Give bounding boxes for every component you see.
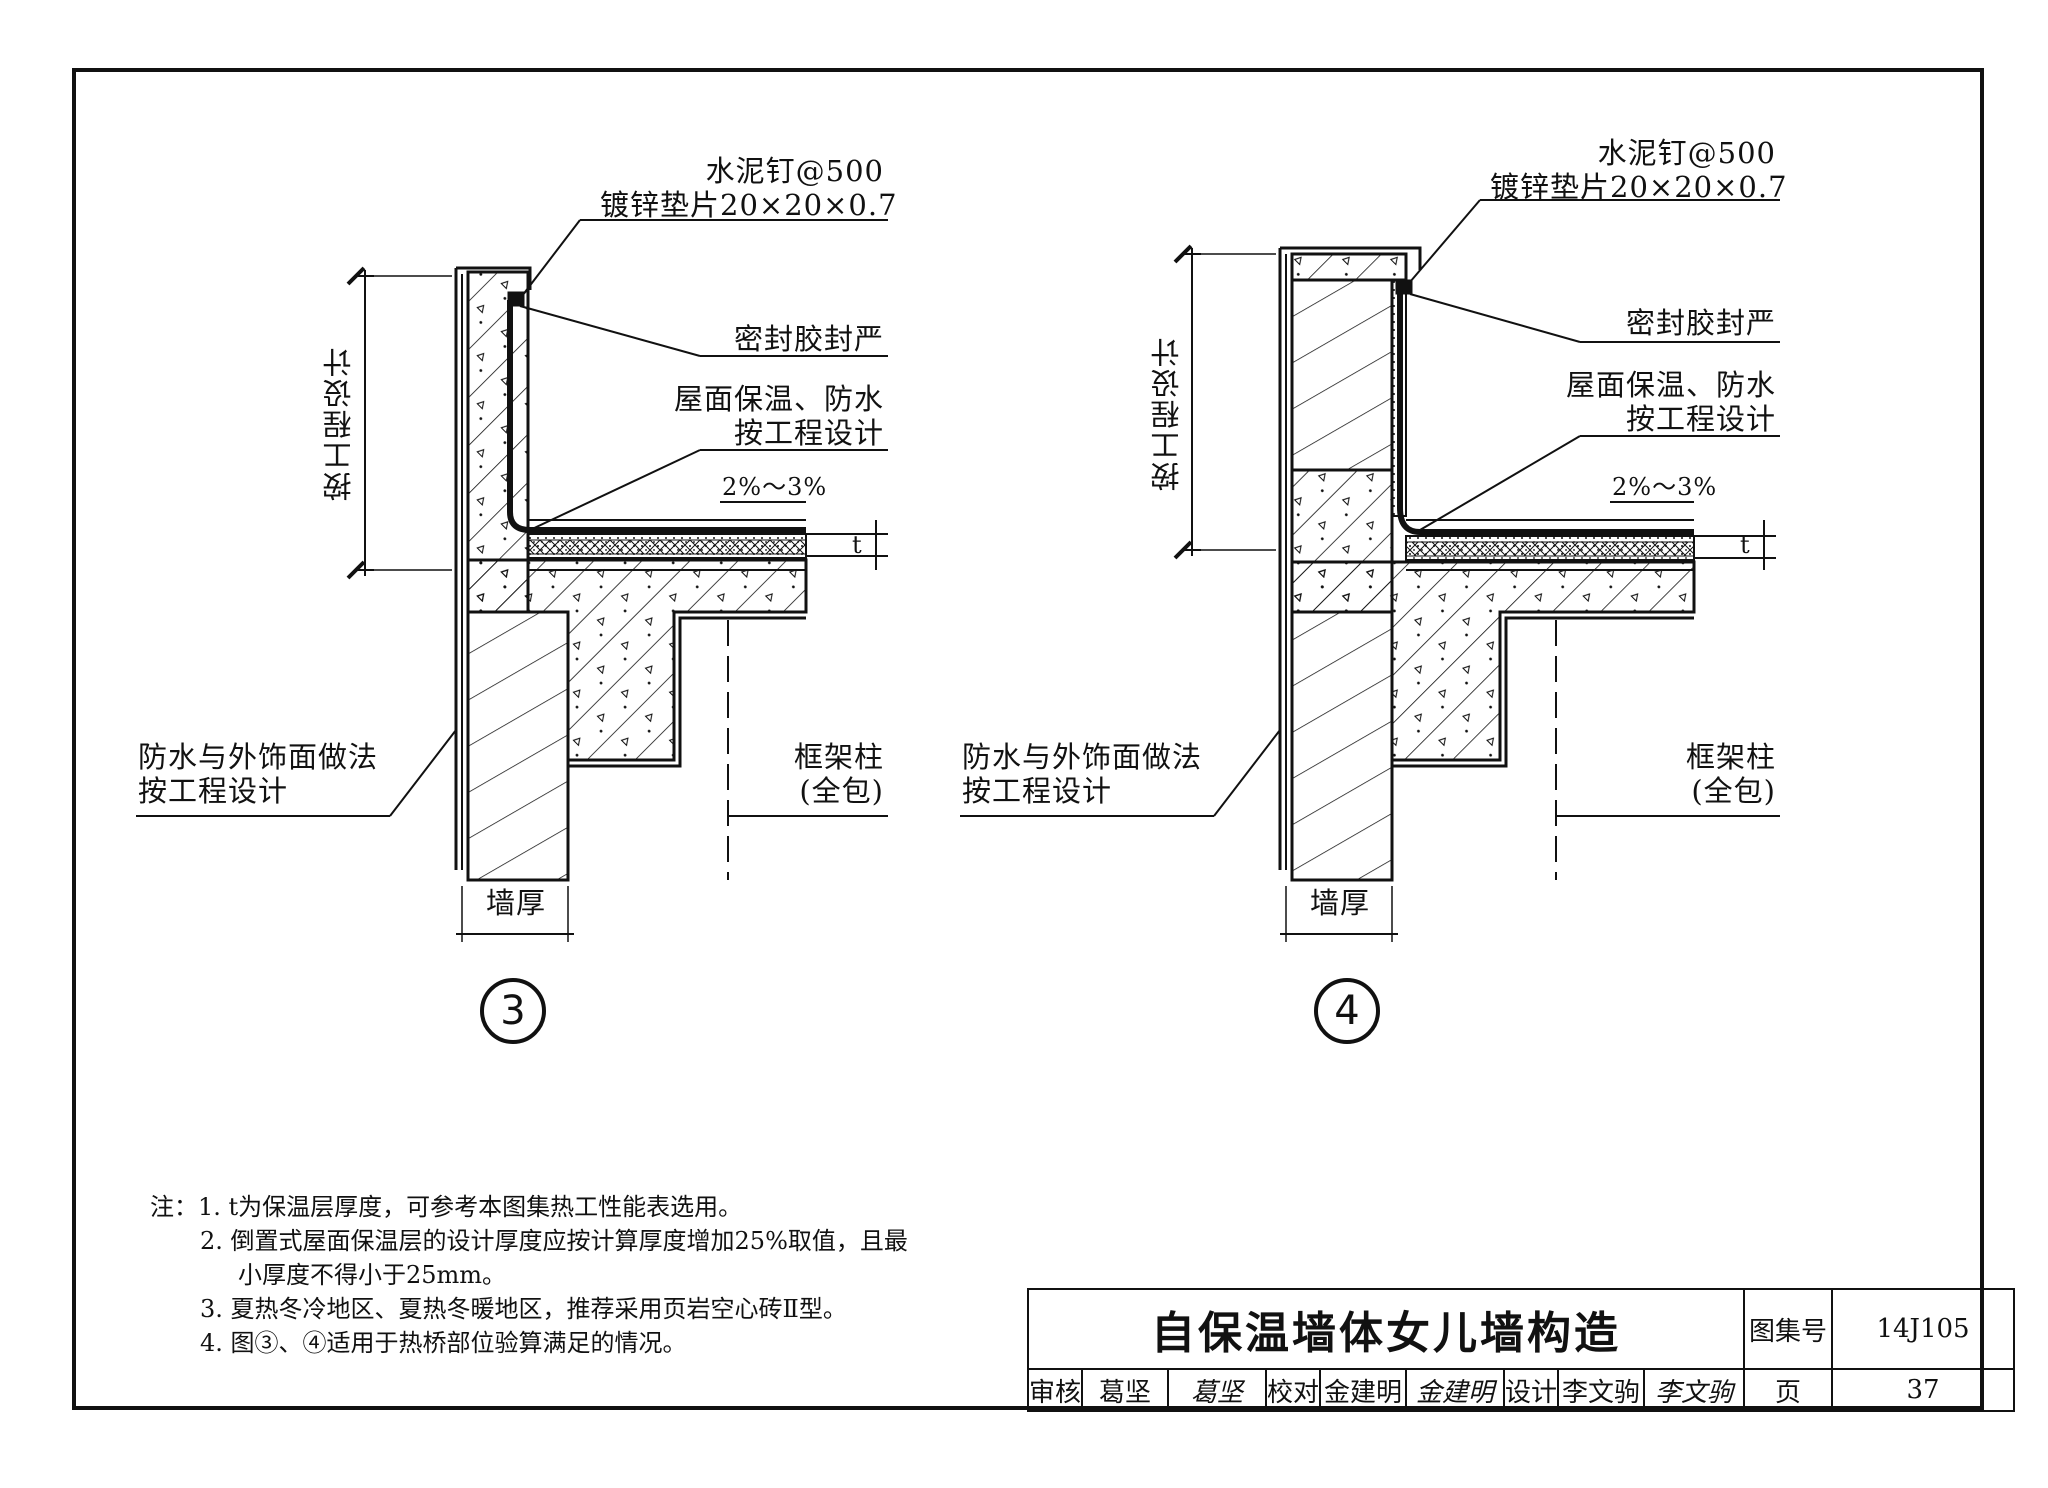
detail-4-roof-label-2: 按工程设计 xyxy=(1625,402,1776,436)
detail-4-washer-label: 镀锌垫片20×20×0.7 xyxy=(1490,170,1788,204)
detail-4-height-label: 按工程设计 xyxy=(1150,336,1184,491)
detail-3-thickness-label: t xyxy=(852,531,863,559)
check-name: 金建明 xyxy=(1319,1368,1408,1412)
note-3: 3. 夏热冬冷地区、夏热冬暖地区，推荐采用页岩空心砖Ⅱ型。 xyxy=(200,1295,847,1323)
detail-3-nail-label: 水泥钉@500 xyxy=(705,154,884,188)
detail-4-slope-label: 2%～3% xyxy=(1612,473,1718,501)
detail-3-column-label-2: (全包) xyxy=(799,774,884,808)
review-signature: 葛坚 xyxy=(1167,1368,1268,1412)
detail-3-roof-label-1: 屋面保温、防水 xyxy=(673,382,884,416)
detail-3-facade-label-2: 按工程设计 xyxy=(138,774,289,808)
detail-4-nail-label: 水泥钉@500 xyxy=(1597,136,1776,170)
page-label: 页 xyxy=(1743,1368,1834,1412)
detail-4-column-label-1: 框架柱 xyxy=(1685,740,1776,774)
detail-3-column-label-1: 框架柱 xyxy=(793,740,884,774)
detail-4-facade-label-2: 按工程设计 xyxy=(962,774,1113,808)
detail-4-column-label-2: (全包) xyxy=(1691,774,1776,808)
check-signature: 金建明 xyxy=(1405,1368,1506,1412)
detail-4-facade-label-1: 防水与外饰面做法 xyxy=(962,740,1203,774)
detail-4-roof-label-1: 屋面保温、防水 xyxy=(1565,368,1776,402)
page-number: 37 xyxy=(1831,1368,2016,1412)
note-4: 4. 图③、④适用于热桥部位验算满足的情况。 xyxy=(200,1329,687,1357)
drawing-title: 自保温墙体女儿墙构造 xyxy=(1026,1288,1746,1370)
notes-prefix: 注： xyxy=(150,1193,198,1221)
detail-3-drawing xyxy=(136,219,888,942)
general-notes: 注：1. t为保温层厚度，可参考本图集热工性能表选用。 2. 倒置式屋面保温层的… xyxy=(150,1190,908,1360)
detail-4-drawing xyxy=(960,199,1780,942)
detail-3-roof-label-2: 按工程设计 xyxy=(733,416,884,450)
check-label: 校对 xyxy=(1265,1368,1322,1412)
detail-4-sealant-label: 密封胶封严 xyxy=(1625,306,1776,340)
detail-4-index-circle: 4 xyxy=(1314,978,1380,1044)
design-signature: 李文驹 xyxy=(1643,1368,1746,1412)
detail-3-wall-thickness-label: 墙厚 xyxy=(486,886,547,920)
detail-3-slope-label: 2%～3% xyxy=(722,473,828,501)
design-name: 李文驹 xyxy=(1557,1368,1646,1412)
detail-3-facade-label-1: 防水与外饰面做法 xyxy=(138,740,379,774)
detail-3-sealant-label: 密封胶封严 xyxy=(733,322,884,356)
design-label: 设计 xyxy=(1503,1368,1560,1412)
review-name: 葛坚 xyxy=(1081,1368,1170,1412)
title-block: 自保温墙体女儿墙构造 图集号 14J105 审核 葛坚 葛坚 校对 金建明 金建… xyxy=(1026,1288,2016,1412)
detail-3-height-label: 按工程设计 xyxy=(322,346,356,501)
detail-3-index-circle: 3 xyxy=(480,978,546,1044)
detail-3-washer-label: 镀锌垫片20×20×0.7 xyxy=(600,188,898,222)
atlas-no-value: 14J105 xyxy=(1831,1288,2016,1370)
atlas-no-label: 图集号 xyxy=(1743,1288,1834,1370)
detail-4-wall-thickness-label: 墙厚 xyxy=(1310,886,1371,920)
detail-4-thickness-label: t xyxy=(1740,531,1751,559)
note-2: 2. 倒置式屋面保温层的设计厚度应按计算厚度增加25%取值，且最 xyxy=(200,1227,908,1255)
note-1: 注：1. t为保温层厚度，可参考本图集热工性能表选用。 xyxy=(150,1193,743,1221)
review-label: 审核 xyxy=(1026,1368,1084,1412)
note-2-cont: 小厚度不得小于25mm。 xyxy=(238,1261,507,1289)
